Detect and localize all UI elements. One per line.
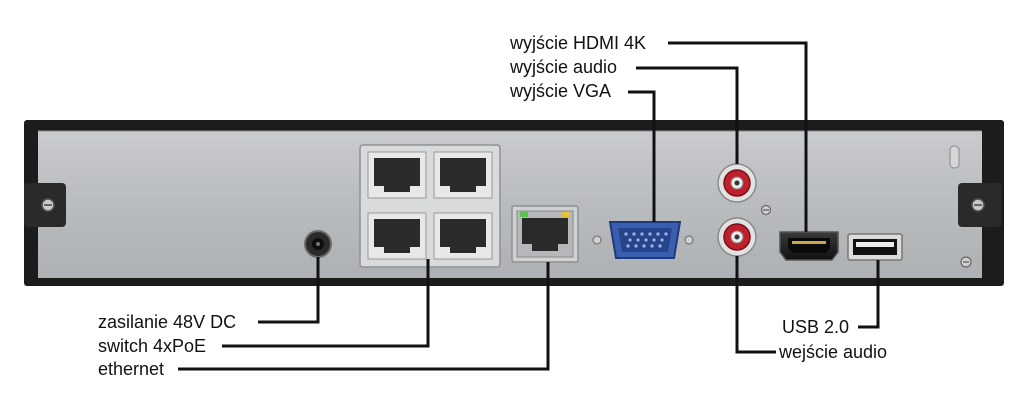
label-hdmi-out: wyjście HDMI 4K [510,33,647,53]
label-audio-out: wyjście audio [510,57,618,77]
rj45-port-icon [367,212,427,260]
screw-icon [760,204,772,216]
rca-jack-icon [717,163,757,203]
chassis-panel [38,131,982,278]
dc-power-jack-icon [304,230,332,258]
screw-icon [960,256,972,268]
led-green [520,212,528,217]
leader-hdmi [668,41,808,232]
label-audio-in: wejście audio [779,342,888,362]
led-yellow [562,212,570,217]
rj45-port-icon [433,151,493,199]
screw-icon [971,198,985,212]
usb-port-icon [847,233,903,261]
label-power: zasilanie 48V DC [98,312,237,332]
screw-icon [41,198,55,212]
poe-switch-block [359,144,501,268]
leader-audio-in [735,256,776,354]
label-usb: USB 2.0 [782,317,850,337]
leader-audio-out [636,66,739,164]
leader-usb [858,260,880,329]
hdmi-port-icon [779,231,839,261]
leader-poe [222,259,430,348]
label-vga-out: wyjście VGA [510,81,612,101]
rca-jack-icon [717,217,757,257]
leader-lines [178,41,880,371]
label-ethernet: ethernet [98,359,165,379]
label-poe-switch: switch 4xPoE [98,336,207,356]
rj45-port-icon [433,212,493,260]
ethernet-port [511,205,579,263]
leader-power [258,257,320,324]
ground-stud [949,145,960,169]
rj45-port-icon [367,151,427,199]
leader-ethernet [178,262,550,371]
vga-port-icon [592,221,694,259]
leader-vga [628,90,656,222]
rj45-port-icon [522,218,568,251]
